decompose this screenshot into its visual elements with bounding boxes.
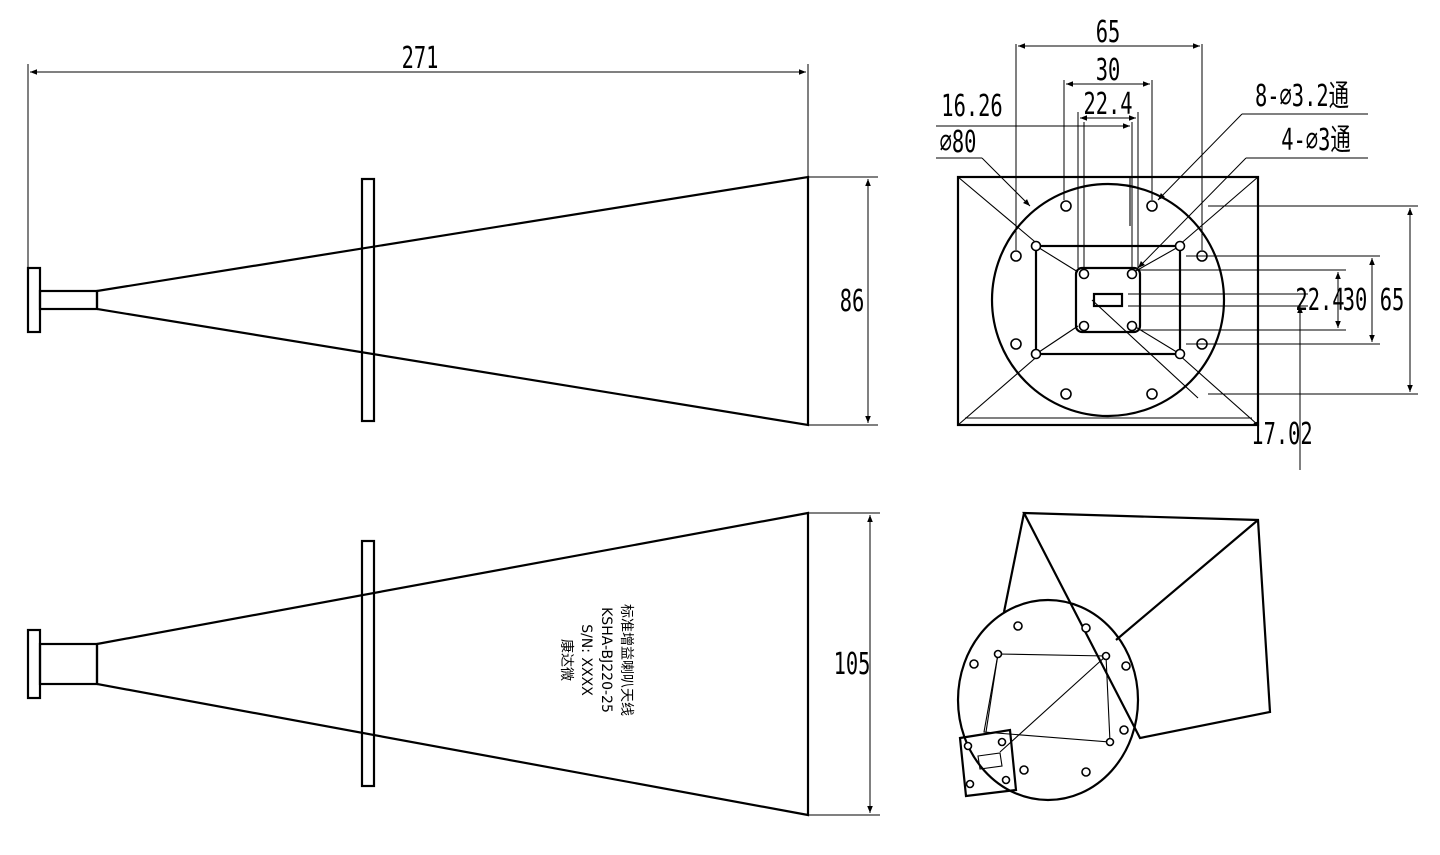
side-view: 271 86 [26,41,878,427]
horn-edge [957,176,1041,247]
waveguide-opening [1092,292,1124,308]
leader-line [1091,299,1199,399]
bolt-hole [1146,200,1158,212]
bolt-hole [1174,240,1186,252]
circular-flange [990,182,1226,418]
label-line-3: S/N: XXXX [578,624,594,696]
dim-text-65-top: 65 [1096,15,1121,50]
horn-body-top [95,511,810,817]
bolt-hole [993,649,1003,659]
iso-bolt-holes [969,621,1131,777]
bolt-hole [1010,338,1022,350]
bolt-hole [1030,240,1042,252]
bolt-hole [963,741,973,751]
bolt-hole [1078,320,1090,332]
square-flange-iso [983,653,1111,743]
bolt-hole [1001,775,1011,785]
bolt-hole [1010,250,1022,262]
waveguide-opening-iso [977,752,1003,770]
bolt-hole [1060,200,1072,212]
circle-bolt-holes [1010,200,1208,400]
bolt-hole [1060,388,1072,400]
dim-text-30-right: 30 [1343,283,1368,318]
top-view: 105 标准增益喇叭天线 KSHA-BJ220-25 S/N: XXXX 康达微 [26,511,880,817]
bolt-hole [1174,348,1186,360]
bolt-hole [1078,268,1090,280]
horn-edge [1177,176,1259,247]
horn-edge [1177,353,1259,426]
inner-edge [1035,325,1079,355]
leader-line-8-holes [1157,113,1243,201]
horn-edge [957,353,1041,426]
callout-4-holes: 4-⌀3通 [1281,123,1350,158]
bolt-hole [1126,320,1138,332]
bolt-hole [1121,661,1131,671]
bolt-hole [997,737,1007,747]
bolt-hole [969,659,979,669]
inner-edge [1133,325,1181,355]
square-flange-30 [1034,244,1182,356]
front-view: 65 30 22.4 16.26 ⌀80 8-⌀3.2通 4-⌀3通 65 30 [936,15,1418,470]
horn-body-side [95,175,810,427]
isometric-view [956,511,1272,802]
callout-8-holes: 8-⌀3.2通 [1255,79,1349,114]
inner-edge-iso [999,655,1107,753]
dim-text-271: 271 [402,41,439,76]
inner-edge [1035,245,1079,273]
bolt-hole [1019,765,1029,775]
bolt-hole [1119,725,1129,735]
square-bolt-holes [1030,240,1186,360]
bolt-hole [1081,623,1091,633]
horn-edge-iso [1115,519,1259,641]
leader-line-4-holes [1137,157,1247,269]
dim-text-22-4-top: 22.4 [1083,87,1132,122]
dim-text-80: ⌀80 [940,125,977,160]
dim-text-65-right: 65 [1380,283,1405,318]
bolt-hole [1146,388,1158,400]
waveguide-section-top [38,642,99,686]
dim-text-16-26: 16.26 [941,89,1002,124]
label-line-1: 标准增益喇叭天线 [618,604,634,716]
bolt-hole [1030,348,1042,360]
inner-edge-iso [985,653,999,733]
circular-flange-iso [956,598,1140,802]
waveguide-flange-face [1074,266,1142,334]
leader-line-80 [981,157,1031,207]
inner-edge [1133,245,1181,273]
waveguide-flange-top [26,628,42,700]
waveguide-section-side [38,289,99,311]
bolt-hole [1013,621,1023,631]
dim-text-17-02: 17.02 [1251,417,1312,452]
label-plate: 标准增益喇叭天线 KSHA-BJ220-25 S/N: XXXX 康达微 [558,604,634,716]
mounting-flange-top [360,539,376,788]
bolt-hole [1101,651,1111,661]
label-line-2: KSHA-BJ220-25 [598,607,614,713]
dim-text-86: 86 [840,284,865,319]
bolt-hole [1081,767,1091,777]
bolt-hole [1126,268,1138,280]
waveguide-flange-iso [958,728,1018,798]
mounting-flange-side [360,177,376,423]
waveguide-bolt-holes [1078,268,1138,332]
dim-text-30-top: 30 [1096,53,1121,88]
bolt-hole [1105,737,1115,747]
aperture-outline [956,175,1260,427]
waveguide-flange-side [26,266,42,334]
label-line-4: 康达微 [558,639,575,681]
dim-text-105: 105 [834,647,871,682]
horn-edge-iso [1002,512,1026,613]
horn-body-iso [1022,511,1272,740]
dim-text-22-4-right: 22.4 [1295,283,1344,318]
bolt-hole [965,779,975,789]
